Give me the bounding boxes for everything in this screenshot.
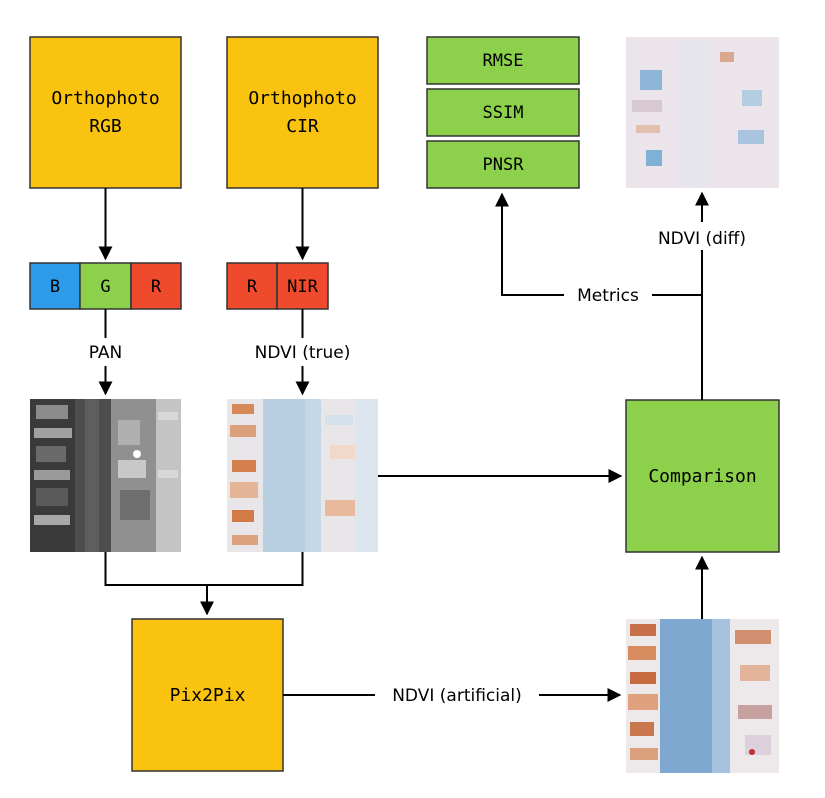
orthophoto-cir-box: Orthophoto CIR xyxy=(226,36,379,189)
cir-band-strip: R NIR xyxy=(226,262,329,310)
pan-label: PAN xyxy=(89,343,123,363)
ndvi-true-label: NDVI (true) xyxy=(255,343,351,363)
band-r-label: R xyxy=(151,277,162,297)
metric-ssim-box xyxy=(426,88,580,137)
metrics-stack: RMSE SSIM PNSR xyxy=(426,36,580,189)
ndvi-diff-image xyxy=(626,37,779,188)
merge-connector xyxy=(104,552,304,586)
orthophoto-rgb-line1: Orthophoto xyxy=(51,88,159,109)
comparison-label: Comparison xyxy=(648,466,756,487)
band-cir-r xyxy=(226,262,278,310)
pix2pix-label: Pix2Pix xyxy=(170,685,246,706)
band-cir-r-label: R xyxy=(247,277,258,297)
metric-ssim-label: SSIM xyxy=(483,103,524,123)
metric-rmse-label: RMSE xyxy=(483,51,524,71)
comparison-box: Comparison xyxy=(625,399,780,553)
ndvi-artificial-image xyxy=(626,619,779,773)
metric-rmse-box xyxy=(426,36,580,85)
band-r xyxy=(130,262,182,310)
ndvi-true-image xyxy=(227,399,378,552)
metric-pnsr-label: PNSR xyxy=(483,155,525,175)
band-g-label: G xyxy=(100,277,110,297)
ndvi-artificial-label: NDVI (artificial) xyxy=(392,686,522,706)
rgb-band-strip: B G R xyxy=(29,262,182,310)
orthophoto-cir-line1: Orthophoto xyxy=(248,88,356,109)
band-nir xyxy=(276,262,329,310)
pix2pix-box: Pix2Pix xyxy=(131,618,284,772)
band-nir-label: NIR xyxy=(287,277,318,297)
metrics-label: Metrics xyxy=(577,286,639,306)
orthophoto-rgb-line2: RGB xyxy=(89,116,122,137)
band-b-label: B xyxy=(50,277,60,297)
grayscale-aerial-image xyxy=(30,399,181,552)
arrow-to-metrics xyxy=(495,192,564,296)
metric-pnsr-box xyxy=(426,140,580,189)
ndvi-diff-label: NDVI (diff) xyxy=(658,229,746,249)
orthophoto-cir-line2: CIR xyxy=(286,116,319,137)
orthophoto-rgb-box: Orthophoto RGB xyxy=(29,36,182,189)
